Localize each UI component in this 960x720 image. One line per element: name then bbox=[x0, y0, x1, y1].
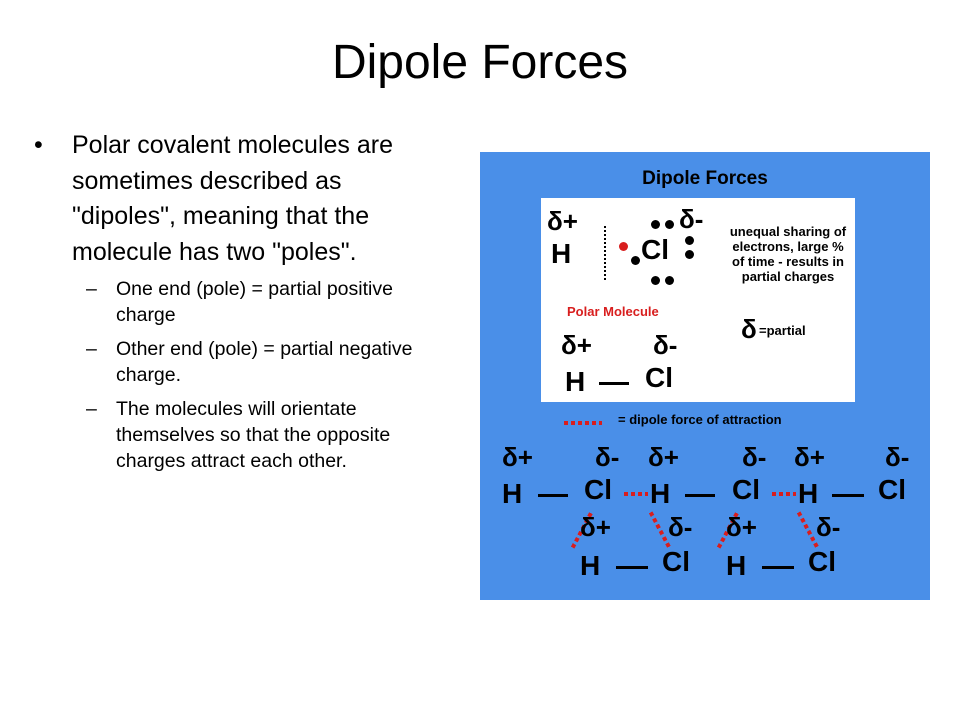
delta-minus-label: δ- bbox=[668, 512, 693, 542]
chlorine-symbol: Cl bbox=[732, 474, 760, 505]
covalent-bond bbox=[599, 382, 629, 385]
delta-plus-label: δ+ bbox=[794, 442, 825, 472]
delta-minus-label: δ- bbox=[679, 204, 704, 234]
page-title: Dipole Forces bbox=[331, 36, 629, 89]
covalent-bond bbox=[538, 494, 568, 497]
dipole-attraction-icon bbox=[624, 492, 648, 496]
electron-icon bbox=[651, 220, 660, 229]
hydrogen-symbol: H bbox=[502, 478, 523, 509]
delta-plus-label: δ+ bbox=[726, 512, 757, 542]
chlorine-symbol: Cl bbox=[645, 362, 673, 393]
sub-bullet-text: Other end (pole) = partial negative char… bbox=[116, 338, 413, 386]
shared-electron-icon bbox=[619, 242, 628, 251]
dash-icon: – bbox=[86, 338, 97, 360]
dash-icon: – bbox=[86, 278, 97, 300]
covalent-bond bbox=[685, 494, 715, 497]
main-bullet-text: Polar covalent molecules are sometimes d… bbox=[72, 131, 393, 266]
electron-icon bbox=[651, 276, 660, 285]
covalent-bond bbox=[832, 494, 864, 497]
sub-bullet: – The molecules will orientate themselve… bbox=[30, 396, 450, 474]
delta-plus-label: δ+ bbox=[561, 330, 592, 360]
diagram-title: Dipole Forces bbox=[642, 168, 768, 189]
electron-icon bbox=[665, 276, 674, 285]
dash-icon: – bbox=[86, 398, 97, 420]
partial-label: =partial bbox=[759, 323, 806, 338]
delta-minus-label: δ- bbox=[885, 442, 910, 472]
delta-minus-label: δ- bbox=[595, 442, 620, 472]
delta-minus-label: δ- bbox=[816, 512, 841, 542]
hydrogen-symbol: H bbox=[580, 550, 601, 581]
covalent-bond bbox=[616, 566, 648, 569]
dipole-diagram: Dipole Forces δ+ H Cl δ- unequal sharing… bbox=[480, 152, 930, 600]
delta-minus-label: δ- bbox=[653, 330, 678, 360]
hydrogen-symbol: H bbox=[551, 238, 572, 269]
chlorine-symbol: Cl bbox=[878, 474, 906, 505]
chlorine-symbol: Cl bbox=[584, 474, 612, 505]
bullet-list: • Polar covalent molecules are sometimes… bbox=[30, 128, 450, 482]
legend-text: = dipole force of attraction bbox=[618, 412, 782, 427]
electron-icon bbox=[665, 220, 674, 229]
electron-icon bbox=[685, 250, 694, 259]
separator-line bbox=[604, 226, 606, 280]
polar-molecule-label: Polar Molecule bbox=[567, 304, 659, 319]
covalent-bond bbox=[762, 566, 794, 569]
dipole-attraction-icon bbox=[772, 492, 796, 496]
delta-plus-label: δ+ bbox=[648, 442, 679, 472]
delta-symbol: δ bbox=[741, 314, 757, 344]
hydrogen-symbol: H bbox=[650, 478, 671, 509]
electron-icon bbox=[685, 236, 694, 245]
chlorine-symbol: Cl bbox=[662, 546, 690, 577]
sub-bullet-list: – One end (pole) = partial positive char… bbox=[30, 276, 450, 474]
hydrogen-symbol: H bbox=[726, 550, 747, 581]
chlorine-symbol: Cl bbox=[641, 234, 669, 265]
bullet-icon: • bbox=[34, 131, 43, 159]
delta-plus-label: δ+ bbox=[502, 442, 533, 472]
polar-molecule-panel: δ+ H Cl δ- unequal sharing of electrons,… bbox=[541, 198, 855, 402]
chlorine-symbol: Cl bbox=[808, 546, 836, 577]
delta-minus-label: δ- bbox=[742, 442, 767, 472]
delta-plus-label: δ+ bbox=[547, 206, 578, 236]
sub-bullet-text: One end (pole) = partial positive charge bbox=[116, 278, 393, 326]
main-bullet: • Polar covalent molecules are sometimes… bbox=[30, 128, 450, 270]
delta-plus-label: δ+ bbox=[580, 512, 611, 542]
description-text: unequal sharing of electrons, large % of… bbox=[729, 224, 847, 284]
sub-bullet: – One end (pole) = partial positive char… bbox=[30, 276, 450, 328]
hydrogen-symbol: H bbox=[798, 478, 819, 509]
sub-bullet-text: The molecules will orientate themselves … bbox=[116, 398, 391, 472]
electron-icon bbox=[631, 256, 640, 265]
dipole-attraction-icon bbox=[564, 421, 602, 425]
sub-bullet: – Other end (pole) = partial negative ch… bbox=[30, 336, 450, 388]
hydrogen-symbol: H bbox=[565, 366, 586, 397]
